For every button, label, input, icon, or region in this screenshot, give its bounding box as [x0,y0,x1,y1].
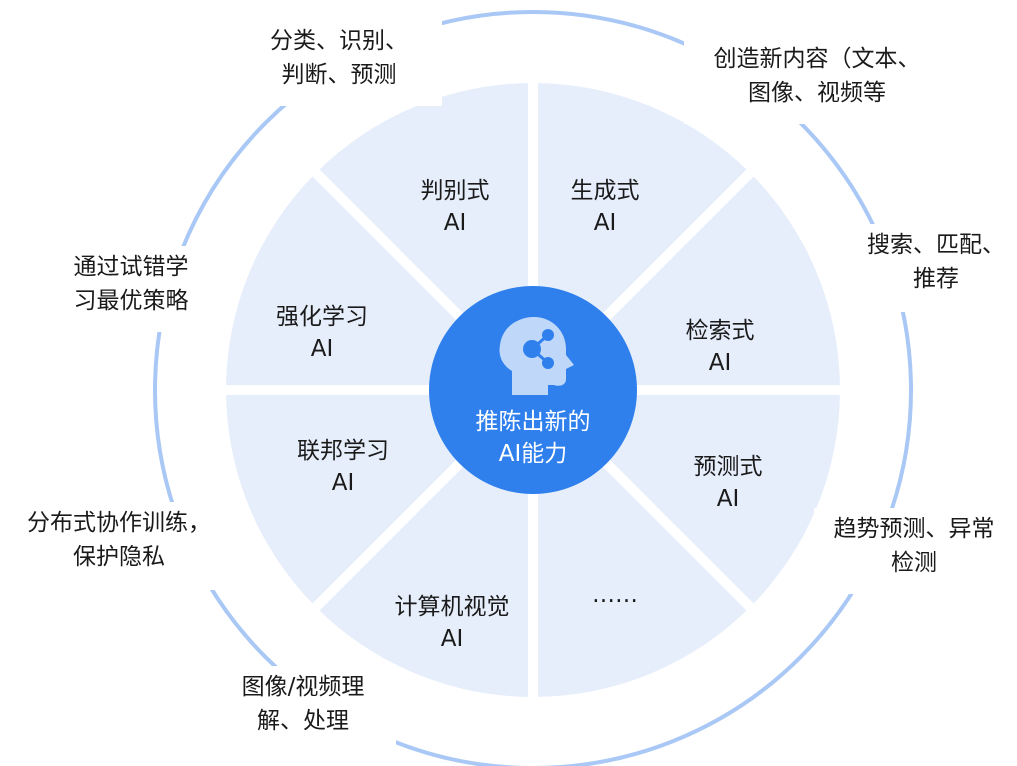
desc-retrieval: 搜索、匹配、 推荐 [856,224,1016,312]
desc-federated-line2: 保护隐私 [73,544,165,570]
segment-discriminative-line2: AI [443,210,467,236]
desc-computer-vision-line1: 图像/视频理 [241,674,365,700]
outer-ring [153,10,913,766]
desc-retrieval-line2: 推荐 [913,266,959,292]
segment-computer-vision-line1: 计算机视觉 [394,594,510,620]
center-title-line2: AI能力 [498,441,568,467]
desc-reinforcement: 通过试错学 习最优策略 [38,246,224,332]
segment-generative-line2: AI [593,210,617,236]
segment-predictive-line2: AI [716,486,740,512]
ai-head-icon [499,317,574,395]
desc-predictive-line2: 检测 [891,550,937,576]
segment-generative-line1: 生成式 [570,178,640,204]
segment-predictive-line1: 预测式 [693,454,763,480]
desc-generative: 创造新内容（文本、 图像、视频等 [684,38,950,124]
desc-federated: 分布式协作训练， 保护隐私 [4,502,234,590]
segment-reinforcement-line2: AI [310,336,334,362]
segment-federated-line1: 联邦学习 [297,438,389,464]
desc-computer-vision: 图像/视频理 解、处理 [210,666,396,754]
desc-generative-line1: 创造新内容（文本、 [713,46,921,72]
desc-generative-line2: 图像、视频等 [748,80,886,106]
segment-retrieval-line2: AI [708,350,732,376]
desc-retrieval-line1: 搜索、匹配、 [867,232,1005,258]
desc-predictive-line1: 趋势预测、异常 [833,516,995,542]
desc-reinforcement-line2: 习最优策略 [73,288,189,314]
segment-reinforcement-line1: 强化学习 [276,304,368,330]
center-title-line1: 推陈出新的 [475,409,591,435]
desc-discriminative-line2: 判断、预测 [281,62,397,88]
desc-federated-line1: 分布式协作训练， [27,510,211,536]
desc-discriminative-line1: 分类、识别、 [270,28,408,54]
segment-federated-line2: AI [331,470,355,496]
segment-more-line1: …… [592,582,638,608]
desc-predictive: 趋势预测、异常 检测 [814,508,1014,594]
desc-reinforcement-line1: 通过试错学 [73,254,189,280]
segment-discriminative-line1: 判别式 [420,178,490,204]
desc-discriminative: 分类、识别、 判断、预测 [236,20,442,106]
desc-computer-vision-line2: 解、处理 [257,708,349,734]
segment-computer-vision-line2: AI [440,626,464,652]
segment-retrieval-line1: 检索式 [685,318,755,344]
